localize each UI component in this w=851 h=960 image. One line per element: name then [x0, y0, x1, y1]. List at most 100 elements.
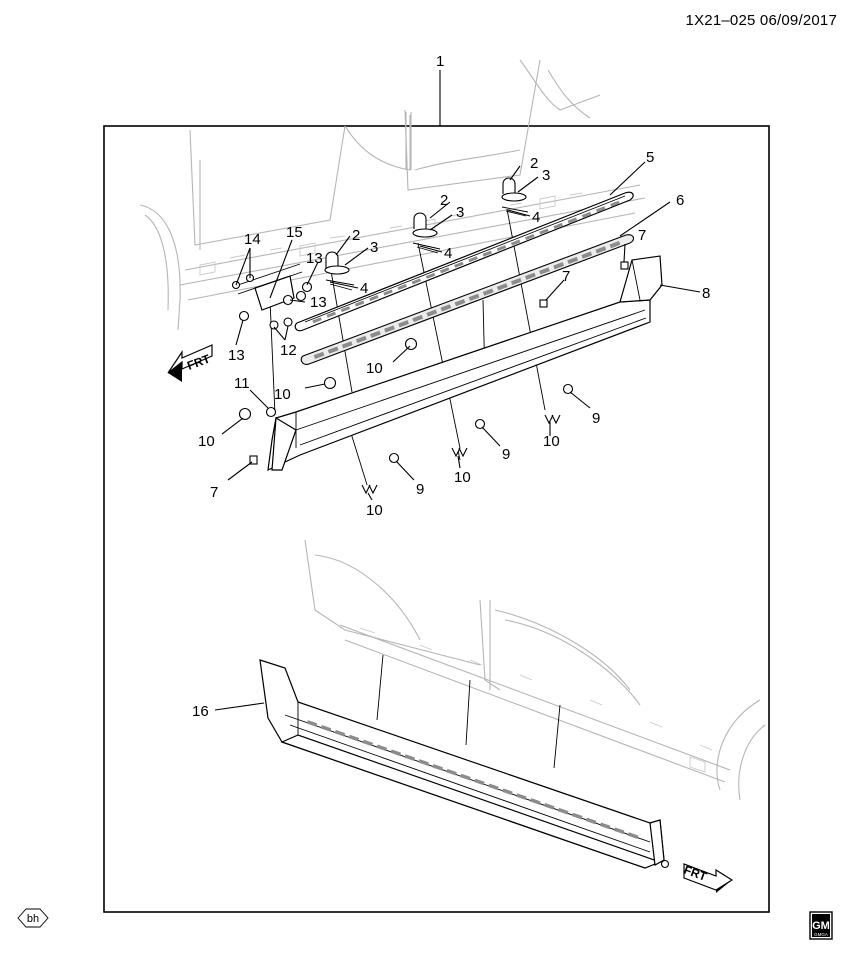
tread-mark	[306, 720, 318, 727]
callout-2a: 2	[530, 155, 538, 172]
tread-mark	[510, 277, 522, 286]
tread-mark	[496, 245, 507, 252]
tread-mark	[334, 729, 346, 737]
front-arrow-lower: FRT	[682, 863, 734, 893]
part-5-step-pad	[294, 191, 634, 332]
callout-14: 14	[244, 231, 261, 248]
tread-mark	[312, 317, 322, 324]
tread-mark	[326, 311, 337, 318]
callout-13c: 13	[228, 347, 245, 364]
tread-mark	[609, 241, 621, 249]
callout-1: 1	[436, 53, 444, 70]
leader-lines	[214, 161, 701, 711]
bh-logo-text: bh	[27, 913, 39, 925]
tread-mark	[340, 306, 351, 313]
callout-5: 5	[646, 149, 654, 166]
callout-4c: 4	[360, 280, 368, 297]
callout-8: 8	[702, 285, 710, 302]
tread-mark	[383, 289, 393, 296]
front-arrow-upper: FRT	[167, 344, 213, 382]
tread-mark	[411, 278, 422, 285]
callout-13a: 13	[306, 250, 323, 267]
diagram-code-date: 1X21–025 06/09/2017	[686, 12, 837, 29]
tread-mark	[530, 798, 541, 805]
callout-11: 11	[234, 375, 250, 392]
tread-mark	[613, 827, 625, 834]
step-pad-5-tread	[312, 200, 620, 324]
tread-mark	[390, 749, 402, 756]
part-16-running-board	[259, 659, 670, 869]
tread-mark	[539, 267, 550, 275]
part-6-step-pad	[300, 234, 635, 365]
callout-7c: 7	[210, 484, 218, 501]
callout-10b: 10	[274, 386, 291, 403]
tread-mark	[595, 206, 606, 213]
tread-mark	[539, 228, 549, 235]
tread-mark	[557, 807, 569, 815]
tread-mark	[553, 262, 564, 270]
tread-mark	[362, 739, 374, 747]
tread-mark	[355, 335, 367, 344]
callout-9b: 9	[502, 446, 510, 463]
step-pad-6-tread	[313, 241, 621, 359]
tread-mark	[412, 314, 424, 323]
tread-mark	[553, 222, 563, 229]
tread-mark	[468, 256, 478, 263]
bh-logo: bh	[17, 908, 49, 928]
tread-mark	[482, 250, 493, 257]
tread-mark	[446, 768, 457, 776]
callout-9a: 9	[592, 410, 600, 427]
tread-mark	[398, 320, 409, 328]
assembly-frame	[103, 125, 770, 913]
tread-mark	[370, 330, 381, 338]
tread-mark	[348, 734, 360, 742]
tread-mark	[404, 754, 415, 761]
gm-logo-text: GM	[812, 920, 830, 932]
callout-10e: 10	[454, 469, 471, 486]
tread-mark	[327, 346, 339, 354]
callout-10d: 10	[543, 433, 560, 450]
callout-4a: 4	[532, 209, 540, 226]
callout-9c: 9	[416, 481, 424, 498]
tread-mark	[543, 803, 555, 810]
tread-mark	[454, 261, 464, 268]
callout-3c: 3	[370, 239, 378, 256]
tread-mark	[482, 288, 494, 296]
tread-mark	[341, 341, 353, 349]
part-8-running-board	[267, 255, 663, 472]
lower-vehicle-body-ghost	[304, 539, 766, 801]
tread-mark	[369, 295, 379, 302]
tread-mark	[384, 325, 395, 333]
tread-mark	[525, 272, 536, 280]
tread-mark	[595, 246, 607, 254]
tread-mark	[525, 234, 535, 241]
tread-mark	[581, 211, 592, 218]
tread-mark	[567, 256, 579, 265]
tread-mark	[440, 304, 452, 312]
tread-mark	[571, 812, 583, 820]
tread-mark	[376, 744, 388, 752]
tread-mark	[599, 822, 611, 830]
tread-mark	[313, 351, 325, 359]
part-16-tread	[306, 720, 639, 839]
diagram-code: 1X21–025	[685, 12, 756, 29]
diagram-date: 06/09/2017	[759, 12, 837, 29]
tread-mark	[610, 200, 620, 207]
tread-mark	[488, 783, 499, 791]
tread-mark	[397, 283, 407, 290]
callouts: 1 2 3 4 2 3 4 2 3 4 5 6 7 7 8 14 15 13 1…	[192, 53, 710, 720]
callout-16: 16	[192, 703, 209, 720]
callout-10c: 10	[198, 433, 215, 450]
tread-mark	[510, 239, 521, 246]
gm-logo-subtext: GMGA	[814, 932, 828, 937]
tread-mark	[627, 832, 639, 839]
tread-mark	[460, 773, 471, 781]
tread-mark	[454, 299, 466, 307]
callout-3a: 3	[542, 167, 550, 184]
callout-2b: 2	[440, 192, 448, 209]
callout-10f: 10	[366, 502, 383, 519]
tread-mark	[432, 764, 443, 771]
callout-6: 6	[676, 192, 684, 209]
callout-2c: 2	[352, 227, 360, 244]
